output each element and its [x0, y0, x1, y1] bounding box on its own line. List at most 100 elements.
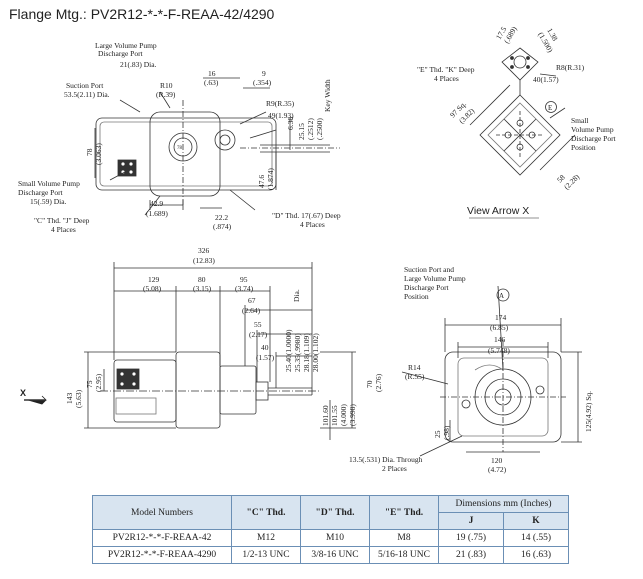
- cell-model: PV2R12-*-*-F-REAA-4290: [92, 546, 232, 564]
- dim-95-inch: (3.74): [235, 284, 254, 293]
- dim-429: 42.9: [150, 199, 163, 208]
- dim-3998: (3.998): [348, 404, 357, 426]
- dim-75-inch: (2.95): [94, 373, 103, 392]
- page-title: Flange Mtg.: PV2R12-*-*-F-REAA-42/4290: [9, 6, 275, 22]
- small-port-position-4: Position: [571, 143, 596, 152]
- cell-e: 5/16-18 UNC: [369, 546, 439, 564]
- dim-4000: (4.000): [339, 404, 348, 426]
- dim-476: 47.6: [257, 175, 266, 188]
- col-d-header: "D" Thd.: [300, 495, 370, 530]
- r14-label: R14: [408, 363, 421, 372]
- suction-position-3: Discharge Port: [404, 283, 450, 292]
- shaft-dia-label: Dia.: [292, 289, 301, 302]
- dim-146-inch: (5.748): [488, 346, 510, 355]
- table-row: PV2R12-*-*-F-REAA-4290 1/2-13 UNC 3/8-16…: [92, 546, 569, 564]
- dim-80-inch: (3.15): [193, 284, 212, 293]
- r8-label: R8(R.31): [556, 63, 585, 72]
- small-port-position-2: Volume Pump: [571, 125, 614, 134]
- dim-49: 49(1.93): [268, 111, 294, 120]
- top-view: [401, 285, 582, 457]
- shaft-dia-3: 28.18(1.109): [302, 333, 311, 372]
- dim-10155: 101.55: [330, 405, 339, 426]
- cell-d: 3/8-16 UNC: [300, 546, 370, 564]
- dim-75: 75: [85, 380, 94, 388]
- col-dims-header: Dimensions mm (Inches): [438, 495, 569, 513]
- suction-port-label: Suction Port: [66, 81, 104, 90]
- small-port-label-2: Discharge Port: [18, 188, 64, 197]
- r14-inch: (R.55): [405, 372, 425, 381]
- dim-120-inch: (4.72): [488, 465, 507, 474]
- dim-638: 6.38: [286, 117, 295, 130]
- dim-25: 25: [433, 430, 442, 438]
- dim-2500-inch: (.2500): [315, 118, 324, 140]
- a-callout-letter: A: [499, 292, 504, 300]
- dim-2515-inch: (.2512): [306, 118, 315, 140]
- view-arrow-caption: View Arrow X: [467, 205, 529, 217]
- dim-67-inch: (2.64): [242, 306, 261, 315]
- e-thread-places: 4 Places: [434, 74, 459, 83]
- small-port-position-1: Small: [571, 116, 589, 125]
- dim-326: 326: [198, 246, 210, 255]
- suction-port-dia: 53.5(2.11) Dia.: [64, 90, 110, 99]
- dim-95: 95: [240, 275, 248, 284]
- small-port-dia: 15(.59) Dia.: [30, 197, 67, 206]
- dim-78-inch: (3.063): [94, 143, 103, 165]
- cell-d: M10: [300, 529, 370, 547]
- dim-16: 16: [208, 69, 216, 78]
- dim-67: 67: [248, 296, 256, 305]
- dim-129: 129: [148, 275, 160, 284]
- dim-9: 9: [262, 69, 266, 78]
- cell-c: 1/2-13 UNC: [231, 546, 301, 564]
- table-header-row: Model Numbers "C" Thd. "D" Thd. "E" Thd.…: [92, 495, 569, 530]
- dim-58-inch: (2.28): [562, 172, 582, 192]
- svg-text:78: 78: [177, 146, 183, 151]
- table-subheader-row: J K: [93, 512, 569, 530]
- dim-55-inch: (2.17): [249, 330, 268, 339]
- c-thread-places: 4 Places: [51, 225, 76, 234]
- r10-inch: (R.39): [156, 90, 176, 99]
- dim-40-side: 40: [261, 343, 269, 352]
- side-body-center: [175, 351, 221, 429]
- dim-40: 40(1.57): [533, 75, 559, 84]
- r9-label: R9(R.35): [266, 99, 295, 108]
- cell-k: 14 (.55): [503, 529, 569, 547]
- dim-55: 55: [254, 320, 262, 329]
- dim-80: 80: [198, 275, 206, 284]
- suction-position-1: Suction Port and: [404, 265, 454, 274]
- dim-78: 78: [85, 148, 94, 156]
- col-c-header: "C" Thd.: [231, 495, 301, 530]
- dim-174: 174: [495, 313, 507, 322]
- large-port-dia: 21(.83) Dia.: [120, 60, 157, 69]
- dia-through-label: 13.5(.531) Dia. Through: [349, 455, 423, 464]
- side-view: [24, 262, 356, 440]
- dim-120: 120: [491, 456, 503, 465]
- front-view: 78: [94, 77, 340, 216]
- dim-129-inch: (5.08): [143, 284, 162, 293]
- col-k-header: K: [503, 512, 569, 530]
- c-thread-label: "C" Thd. "J" Deep: [34, 216, 90, 225]
- flange-outline: [149, 111, 221, 197]
- small-port-position-3: Discharge Port: [571, 134, 617, 143]
- dim-143-inch: (5.63): [74, 389, 83, 408]
- cell-c: M12: [231, 529, 301, 547]
- dim-429-inch: (1.689): [146, 209, 168, 218]
- dim-146: 146: [494, 335, 506, 344]
- dia-through-places: 2 Places: [382, 464, 407, 473]
- cell-j: 21 (.83): [438, 546, 504, 564]
- d-thread-places: 4 Places: [300, 220, 325, 229]
- r10-label: R10: [160, 81, 173, 90]
- a-callout-circle: [496, 288, 510, 302]
- cell-k: 16 (.63): [503, 546, 569, 564]
- side-port-block: [116, 368, 140, 390]
- dim-16-inch: (.63): [204, 78, 219, 87]
- dim-70-inch: (2.76): [374, 373, 383, 392]
- suction-position-2: Large Volume Pump: [404, 274, 466, 283]
- dim-326-inch: (12.83): [193, 256, 215, 265]
- dim-476-inch: (1.874): [266, 168, 275, 190]
- e-thread-label: "E" Thd. "K" Deep: [417, 65, 475, 74]
- key-width-label: Key Width: [323, 79, 332, 112]
- dim-40-side-inch: (1.57): [256, 353, 275, 362]
- dim-9-inch: (.354): [253, 78, 272, 87]
- spec-table: Model Numbers "C" Thd. "D" Thd. "E" Thd.…: [92, 495, 569, 564]
- dim-70: 70: [365, 380, 374, 388]
